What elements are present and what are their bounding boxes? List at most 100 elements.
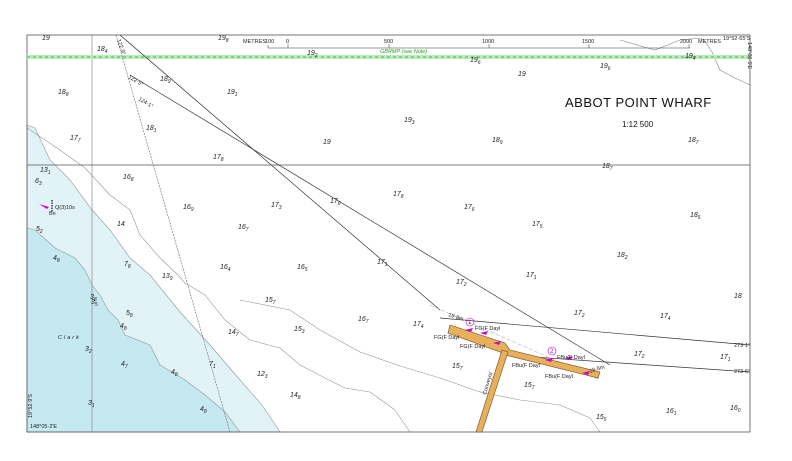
sounding-metres: 17: [271, 202, 280, 209]
depth-sounding: 172: [456, 279, 467, 288]
sounding-decimetres: 8: [226, 38, 229, 44]
sounding-metres: 17: [526, 272, 535, 279]
sounding-metres: 16: [123, 174, 131, 181]
sounding-metres: 16: [238, 224, 246, 231]
sounding-metres: 16: [730, 405, 738, 412]
berth-box: [429, 304, 601, 381]
sounding-metres: 18: [160, 76, 168, 83]
sounding-decimetres: 8: [298, 395, 301, 401]
sounding-metres: 18: [688, 137, 696, 144]
sounding-metres: 4: [171, 369, 175, 376]
sounding-decimetres: 4: [105, 49, 108, 55]
depth-sounding: 139: [162, 273, 173, 282]
scale-tick-label: 100: [265, 39, 274, 45]
depth-sounding: 171: [526, 272, 537, 281]
light-characteristic: FG(F Dayl: [475, 326, 500, 332]
depth-sounding: 48: [120, 323, 127, 332]
depth-sounding: 178: [393, 191, 404, 200]
depth-sounding: 168: [123, 174, 134, 183]
sounding-metres: 4: [200, 406, 204, 413]
gbrmp-label: GBRMP (see Note): [380, 49, 427, 55]
depth-sounding: 123: [257, 371, 268, 380]
sounding-decimetres: 8: [401, 194, 404, 200]
sounding-metres: 7: [209, 361, 214, 368]
sounding-decimetres: 3: [412, 120, 415, 126]
sounding-decimetres: 1: [154, 128, 157, 134]
sounding-decimetres: 1: [235, 92, 238, 98]
depth-sounding: 147: [228, 329, 239, 338]
sounding-metres: 5: [126, 310, 130, 317]
sounding-decimetres: 4: [228, 267, 231, 273]
sounding-decimetres: 6: [472, 207, 475, 213]
depth-sounding: 35: [91, 299, 98, 308]
berth-2-number: 2: [550, 349, 554, 355]
sounding-decimetres: 9: [168, 79, 171, 85]
sounding-metres: 3: [91, 299, 95, 306]
wharf-jetty[interactable]: [447, 324, 601, 379]
depth-sounding: 172: [574, 310, 585, 319]
depth-sounding: 167: [358, 316, 369, 325]
edge-note-bottom: 148°05·2'E: [30, 424, 57, 430]
edge-note-top: 19°52·65'S: [723, 36, 750, 42]
sounding-metres: 18: [492, 137, 500, 144]
sounding-metres: 19: [600, 63, 608, 70]
depth-sounding: 38: [90, 294, 97, 303]
conveyor-trestle[interactable]: [475, 349, 509, 433]
sounding-metres: 19: [518, 71, 526, 78]
sounding-metres: 13: [162, 273, 170, 280]
chart-frame: [26, 34, 751, 433]
sounding-metres: 19: [323, 139, 331, 146]
sounding-metres: 18: [58, 89, 66, 96]
sounding-metres: 18: [97, 46, 105, 53]
depth-sounding: 160: [730, 405, 741, 414]
sounding-decimetres: 5: [604, 417, 607, 423]
depth-sounding: 78: [124, 261, 131, 270]
depth-sounding: 18: [734, 293, 742, 300]
sounding-metres: 19: [227, 89, 235, 96]
sounding-metres: 17: [464, 204, 473, 211]
sounding-decimetres: 4: [668, 316, 671, 322]
depth-sounding: 171: [720, 354, 731, 363]
sounding-metres: 18: [734, 293, 742, 300]
wharf[interactable]: Conveyor 1 2 19·8m 18·8m FG(F Dayl FG(F …: [434, 312, 606, 433]
edge-note-left: 19°52·9'S: [28, 394, 34, 418]
scale-tick-label: 2000: [680, 39, 692, 45]
depth-sounding: 176: [330, 198, 341, 207]
sounding-decimetres: 1: [92, 403, 95, 409]
depth-sounding: 48: [53, 255, 60, 264]
depth-sounding: 161: [666, 408, 677, 417]
depth-sounding: 148: [290, 392, 301, 401]
depth-sounding: 196: [470, 57, 481, 66]
sounding-decimetres: 7: [273, 300, 276, 306]
sounding-decimetres: 3: [302, 329, 305, 335]
sounding-metres: 4: [121, 361, 125, 368]
sounding-decimetres: 7: [125, 364, 128, 370]
sounding-decimetres: 8: [221, 157, 224, 163]
sounding-decimetres: 7: [78, 138, 81, 144]
depth-sounding: 71: [209, 361, 216, 370]
bearing-label: 273·6°: [734, 369, 750, 375]
sounding-metres: 19: [470, 57, 478, 64]
berth-depth-label: 18·8m: [589, 364, 606, 375]
depth-sounding: 14: [117, 221, 125, 228]
sounding-metres: 16: [220, 264, 228, 271]
sounding-metres: 17: [720, 354, 729, 361]
sounding-metres: 16: [358, 316, 366, 323]
berth-1-marker[interactable]: [465, 317, 475, 327]
depth-sounding: 157: [524, 382, 535, 391]
scale-units-left: METRES: [243, 39, 266, 45]
sounding-metres: 17: [377, 259, 386, 266]
depth-sounding: 187: [688, 137, 699, 146]
chart-scale: 1:12 500: [622, 120, 654, 129]
sounding-decimetres: 2: [624, 255, 628, 261]
sounding-metres: 14: [290, 392, 298, 399]
light-beacon[interactable]: Q(3)10s Bn: [39, 200, 75, 217]
sounding-decimetres: 1: [385, 262, 388, 268]
sounding-metres: 14: [117, 221, 125, 228]
sounding-metres: 16: [297, 264, 305, 271]
sounding-decimetres: 5: [305, 267, 308, 273]
depth-sounding: 192: [307, 50, 318, 59]
sounding-metres: 17: [660, 313, 669, 320]
berth-2-marker[interactable]: [547, 346, 557, 356]
